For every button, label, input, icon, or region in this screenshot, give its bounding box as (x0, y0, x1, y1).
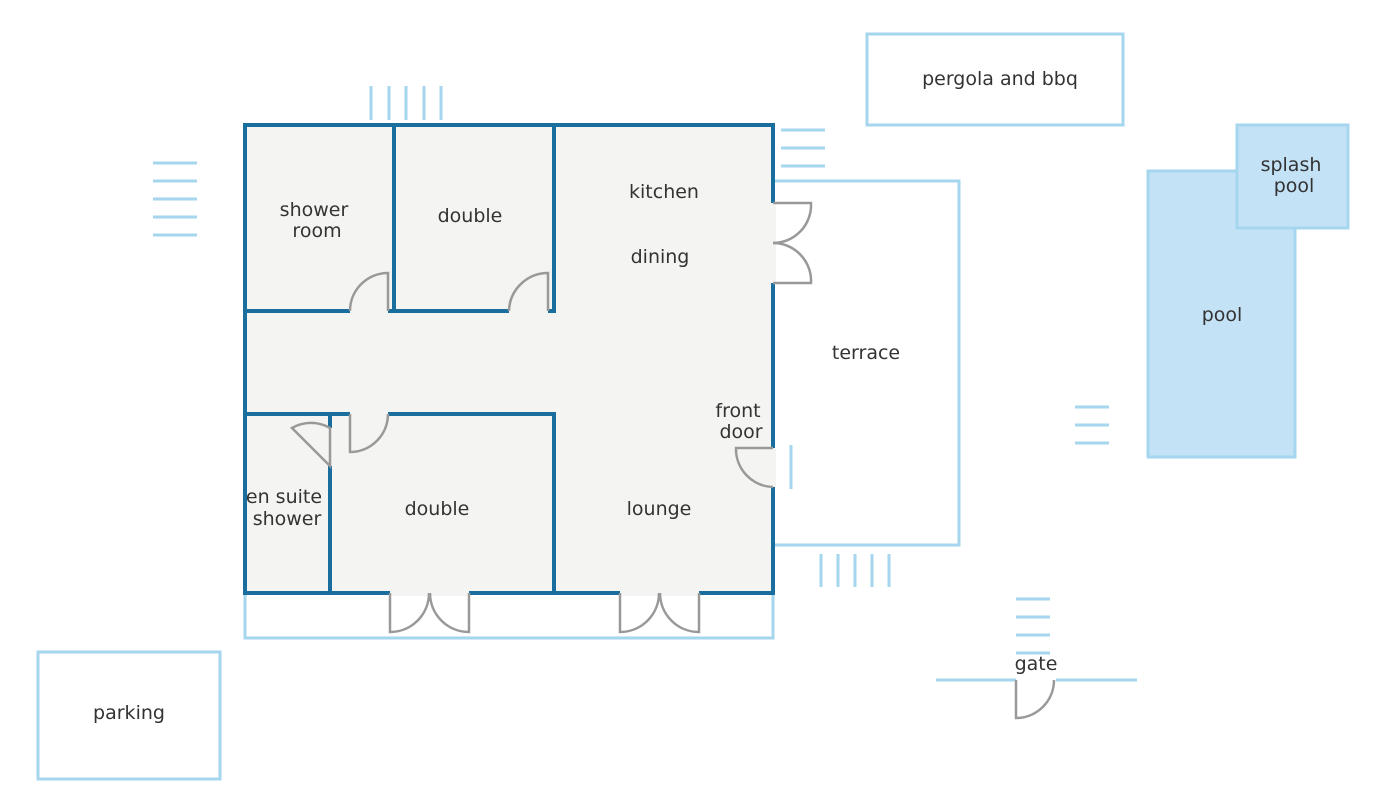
parking-outline (36, 650, 222, 781)
door-kitchen-lower (772, 241, 813, 285)
label-en-suite-shower: en suite shower (246, 486, 328, 530)
steps-kitchen (781, 128, 825, 168)
splash-pool-shape (1235, 123, 1350, 230)
house-floor (245, 125, 773, 593)
label-terrace: terrace (832, 342, 900, 364)
label-parking: parking (93, 702, 165, 724)
door-en-suite (289, 421, 332, 470)
steps-gate (1016, 597, 1050, 655)
label-double-bottom: double (405, 498, 470, 520)
label-double-top: double (438, 205, 503, 227)
pergola-outline (865, 32, 1125, 127)
label-splash-pool: splash pool (1261, 154, 1328, 197)
steps-left (153, 161, 197, 237)
house-outer-wall (243, 123, 775, 595)
label-dining: dining (631, 246, 690, 268)
door-double-bottom-left (388, 592, 431, 634)
steps-pool (1075, 405, 1109, 445)
steps-top-shower (369, 86, 443, 120)
door-kitchen-upper (772, 201, 813, 245)
door-double-bottom-right (428, 592, 471, 634)
label-pergola: pergola and bbq (922, 68, 1078, 90)
door-front (734, 446, 774, 489)
label-shower-room: shower room (280, 199, 355, 242)
label-pool: pool (1202, 304, 1243, 326)
door-lounge-left (618, 592, 661, 634)
door-shower-room (348, 271, 390, 312)
label-gate: gate (1015, 653, 1058, 675)
terrace-outline (773, 179, 961, 547)
door-gate (1014, 679, 1056, 720)
label-lounge: lounge (627, 498, 692, 520)
door-double-bottom (348, 413, 390, 454)
label-front-door: front door (715, 400, 766, 443)
door-double-top (507, 271, 550, 312)
steps-terrace-bottom (819, 554, 891, 587)
door-lounge-right (658, 592, 701, 634)
label-kitchen: kitchen (629, 181, 699, 203)
